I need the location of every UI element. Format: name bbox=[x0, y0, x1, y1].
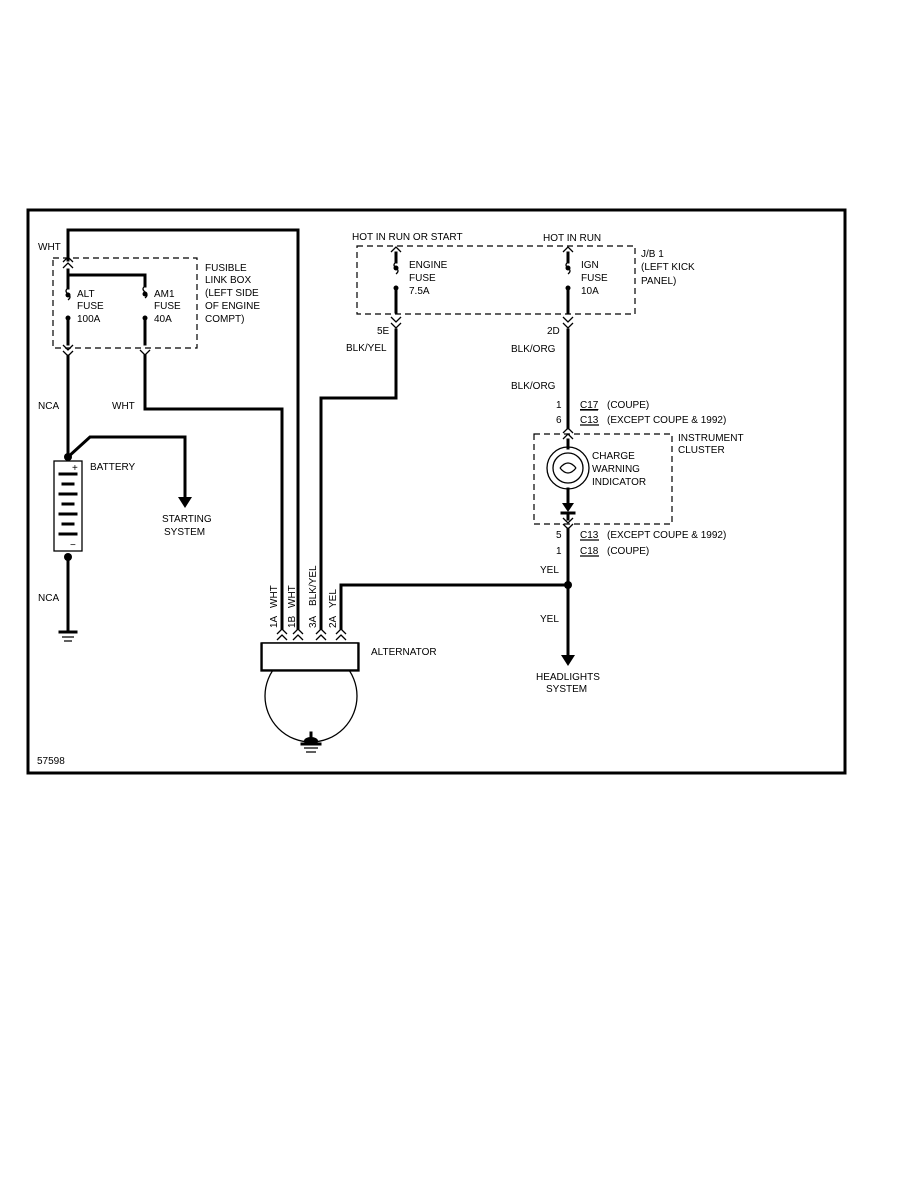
am1-fuse-label-1: AM1 bbox=[154, 289, 175, 300]
alternator-wire-color-1b: WHT bbox=[287, 585, 298, 608]
wire-label-nca-upper: NCA bbox=[38, 401, 59, 412]
fusible-link-box-label-1: FUSIBLE bbox=[205, 263, 247, 274]
diagram-id: 57598 bbox=[37, 756, 65, 767]
battery-label: BATTERY bbox=[90, 462, 136, 473]
am1-wire-to-alternator bbox=[143, 354, 284, 630]
alternator-pin-1a: 1A bbox=[269, 615, 280, 628]
starting-system-label-1: STARTING bbox=[162, 514, 212, 525]
fusible-link-box-label-4: OF ENGINE bbox=[205, 301, 260, 312]
alternator-pin-2a: 2A bbox=[328, 615, 339, 628]
wire-label-blk-yel: BLK/YEL bbox=[346, 343, 387, 354]
yel-wire bbox=[339, 527, 575, 666]
connector-c18-name: C18 bbox=[580, 546, 599, 557]
instrument-cluster-label-1: INSTRUMENT bbox=[678, 433, 744, 444]
instrument-cluster bbox=[533, 433, 673, 530]
connector-c17-note: (COUPE) bbox=[607, 400, 649, 411]
instrument-cluster-label-2: CLUSTER bbox=[678, 445, 725, 456]
hot-in-run-or-start-label: HOT IN RUN OR START bbox=[352, 232, 463, 243]
connector-c18-note: (COUPE) bbox=[607, 546, 649, 557]
hot-in-run-label: HOT IN RUN bbox=[543, 233, 601, 244]
connector-c18-pin: 1 bbox=[556, 546, 562, 557]
wire-label-wht-top: WHT bbox=[38, 242, 61, 253]
wire-label-blk-org-2: BLK/ORG bbox=[511, 381, 556, 392]
wire-label-wht-mid: WHT bbox=[112, 401, 135, 412]
ign-fuse-label-3: 10A bbox=[581, 286, 599, 297]
junction-block-label-2: (LEFT KICK bbox=[641, 262, 695, 273]
engine-fuse-label-1: ENGINE bbox=[409, 260, 448, 271]
alt-fuse-label-3: 100A bbox=[77, 314, 101, 325]
wire-label-blk-org-1: BLK/ORG bbox=[511, 344, 556, 355]
connector-c13-bot-note: (EXCEPT COUPE & 1992) bbox=[607, 530, 726, 541]
engine-fuse-pin: 5E bbox=[377, 326, 390, 337]
alt-fuse-label-1: ALT bbox=[77, 289, 95, 300]
alternator-wire-color-3a: BLK/YEL bbox=[308, 565, 319, 606]
connector-c13-bot-name: C13 bbox=[580, 530, 599, 541]
headlights-label-1: HEADLIGHTS bbox=[536, 672, 600, 683]
junction-block-1 bbox=[356, 245, 636, 329]
connector-c13-bot-pin: 5 bbox=[556, 530, 562, 541]
fusible-link-box-label-3: (LEFT SIDE bbox=[205, 288, 259, 299]
blk-yel-wire bbox=[319, 328, 398, 630]
alternator bbox=[260, 628, 360, 753]
alternator-pin-3a: 3A bbox=[308, 615, 319, 628]
am1-fuse-label-2: FUSE bbox=[154, 301, 181, 312]
engine-fuse-label-2: FUSE bbox=[409, 273, 436, 284]
connector-c13-top-pin: 6 bbox=[556, 415, 562, 426]
ign-feed-wire bbox=[562, 328, 574, 440]
connector-c13-top-name: C13 bbox=[580, 415, 599, 426]
alt-fuse-label-2: FUSE bbox=[77, 301, 104, 312]
fusible-link-box-label-5: COMPT) bbox=[205, 314, 244, 325]
alternator-label: ALTERNATOR bbox=[371, 647, 437, 658]
starting-system-label-2: SYSTEM bbox=[164, 527, 205, 538]
battery-circuit bbox=[53, 354, 192, 642]
alternator-wire-color-1a: WHT bbox=[269, 585, 280, 608]
charge-indicator-label-2: WARNING bbox=[592, 464, 640, 475]
junction-block-label-1: J/B 1 bbox=[641, 249, 664, 260]
charge-indicator-label-3: INDICATOR bbox=[592, 477, 646, 488]
headlights-label-2: SYSTEM bbox=[546, 684, 587, 695]
battery-minus-sign: − bbox=[70, 540, 76, 551]
connector-c17-name: C17 bbox=[580, 400, 599, 411]
junction-block-label-3: PANEL) bbox=[641, 276, 676, 287]
wire-label-nca-lower: NCA bbox=[38, 593, 59, 604]
charge-indicator-label-1: CHARGE bbox=[592, 451, 635, 462]
ign-fuse-label-2: FUSE bbox=[581, 273, 608, 284]
wire-label-yel-2: YEL bbox=[540, 614, 559, 625]
am1-fuse-label-3: 40A bbox=[154, 314, 172, 325]
top-feed-wire bbox=[66, 228, 300, 630]
wire-label-yel-1: YEL bbox=[540, 565, 559, 576]
connector-c13-top-note: (EXCEPT COUPE & 1992) bbox=[607, 415, 726, 426]
diagram-frame bbox=[26, 208, 847, 775]
engine-fuse-label-3: 7.5A bbox=[409, 286, 430, 297]
alternator-wire-color-2a: YEL bbox=[328, 589, 339, 608]
fusible-link-box-label-2: LINK BOX bbox=[205, 275, 251, 286]
battery-plus-sign: + bbox=[72, 463, 78, 474]
ign-fuse-label-1: IGN bbox=[581, 260, 599, 271]
connector-c17-pin: 1 bbox=[556, 400, 562, 411]
fusible-link-box bbox=[52, 256, 198, 357]
alternator-pin-1b: 1B bbox=[287, 615, 298, 628]
ign-fuse-pin: 2D bbox=[547, 326, 560, 337]
